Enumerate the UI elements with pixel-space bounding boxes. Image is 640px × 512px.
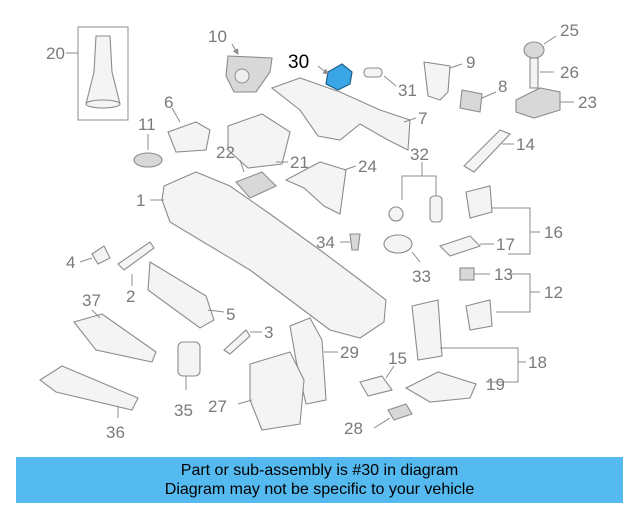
callout-30: 30 [288,52,309,73]
callout-35: 35 [174,401,193,420]
part-7-upper-trim [270,77,417,151]
callout-18: 18 [528,353,547,372]
part-15-mat [359,365,395,397]
part-2-bracket [117,241,155,286]
part-37-trim-panel [73,309,157,363]
callout-20: 20 [46,44,65,63]
part-9-bracket [423,61,463,101]
part-23-shift-base [515,87,574,119]
part-30-highlighted-clip [317,63,353,91]
part-8-switch [459,89,497,113]
callout-6: 6 [164,93,173,112]
callout-32: 32 [410,145,429,164]
part-11-cup [133,134,163,168]
part-17-switch-panel [438,235,494,257]
part-19-tray [404,371,477,403]
part-21-shift-boot-frame [227,113,291,169]
callout-7: 7 [418,109,427,128]
callout-36: 36 [106,423,125,442]
part-22-panel [235,159,277,199]
part-28-insert [373,403,413,429]
callout-28: 28 [344,419,363,438]
callout-13: 13 [494,265,513,284]
callout-21: 21 [290,153,309,172]
callout-11: 11 [138,115,156,134]
callout-3: 3 [264,323,273,342]
part-29-lever-cover [289,317,338,405]
part-16-cover [465,185,540,255]
callout-4: 4 [66,253,75,272]
part-31-bulb [363,67,397,87]
part-26-shift-rod [529,57,554,89]
callout-29: 29 [340,343,359,362]
part-36-rail [39,365,139,418]
part-12-panel [465,273,540,331]
part-27-housing [237,351,305,431]
caption-bar: Part or sub-assembly is #30 in diagram D… [16,457,623,503]
part-35-cylinder [177,341,201,390]
part-33-knob [383,234,421,263]
callout-17: 17 [496,235,515,254]
part-32-fasteners [388,162,443,223]
part-34-clip [340,233,361,251]
caption-line-2: Diagram may not be specific to your vehi… [164,481,475,498]
part-10-trim-panel [225,43,273,93]
callout-14: 14 [516,135,535,154]
callout-16: 16 [544,223,563,242]
callout-31: 31 [398,81,417,100]
callout-26: 26 [560,63,579,82]
callout-10: 10 [208,27,227,46]
callout-12: 12 [544,283,563,302]
callout-9: 9 [466,53,475,72]
part-13-switch [459,267,490,281]
part-6-cover [167,107,211,153]
part-18-cover [411,299,526,383]
callout-27: 27 [208,397,227,416]
part-3-bracket [223,329,262,355]
callout-1: 1 [136,191,145,210]
part-14-trim-strip [463,129,514,173]
callout-34: 34 [316,233,335,252]
parts-diagram: 20 10 30 31 7 9 8 25 26 [39,21,597,442]
part-24-bracket [284,161,357,215]
callout-15: 15 [388,349,407,368]
callout-22: 22 [216,143,235,162]
callout-2: 2 [126,287,135,306]
callout-33: 33 [412,267,431,286]
callout-25: 25 [560,21,579,40]
part-4-clip [79,245,111,265]
callout-19: 19 [486,375,505,394]
callout-24: 24 [358,157,377,176]
part-1-console-body [150,171,387,339]
part-5-side-panel [147,261,225,329]
callout-8: 8 [498,77,507,96]
callout-5: 5 [226,305,235,324]
callout-37: 37 [82,291,101,310]
callout-23: 23 [578,93,597,112]
part-25-shift-knob [523,35,557,59]
caption-line-1: Part or sub-assembly is #30 in diagram [180,462,459,479]
part-20-shift-boot [66,26,129,121]
